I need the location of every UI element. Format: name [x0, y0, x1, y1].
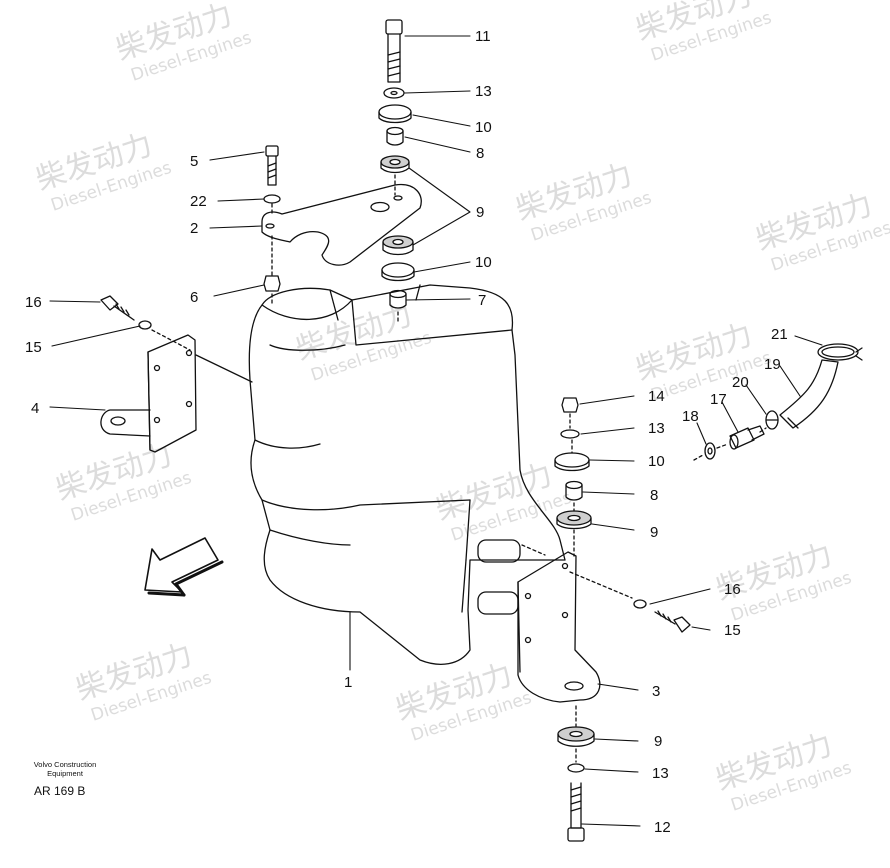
callout-4: 4	[31, 400, 39, 417]
right-side-washer	[633, 599, 647, 609]
callout-13-top: 13	[475, 83, 492, 100]
direction-arrow	[144, 537, 224, 597]
right-washer	[560, 429, 580, 439]
callout-13-right: 13	[648, 420, 665, 437]
callout-19: 19	[764, 356, 781, 373]
lower-cushion	[381, 262, 415, 282]
upper-rubber-mount	[380, 155, 410, 174]
left-bracket	[100, 334, 197, 453]
breather-washer	[704, 442, 716, 460]
leader-lines	[49, 35, 823, 827]
hose-clamp	[765, 410, 779, 430]
left-bolt	[100, 295, 135, 321]
callout-5: 5	[190, 153, 198, 170]
manufacturer-line-1: Volvo Construction	[33, 760, 97, 769]
right-spacer	[565, 480, 583, 501]
callout-11: 11	[475, 28, 491, 45]
callout-8-right: 8	[650, 487, 658, 504]
manufacturer-line-2: Equipment	[47, 769, 83, 778]
top-sleeve	[386, 126, 404, 146]
callout-9-right: 9	[650, 524, 658, 541]
callout-3: 3	[652, 683, 660, 700]
manufacturer-caption: Volvo Construction Equipment	[16, 760, 114, 778]
right-rubber-mount	[556, 510, 592, 530]
callout-18: 18	[682, 408, 699, 425]
right-nut	[561, 397, 579, 413]
callout-21: 21	[771, 326, 788, 343]
callout-14: 14	[648, 388, 665, 405]
callout-6: 6	[190, 289, 198, 306]
bottom-rubber-mount	[557, 726, 595, 747]
top-cushion	[378, 104, 412, 124]
callout-10-right: 10	[648, 453, 665, 470]
breather-nipple	[729, 425, 765, 450]
bracket-nut	[263, 275, 281, 292]
drawing-reference: AR 169 B	[34, 784, 86, 798]
transmission-housing	[248, 284, 566, 665]
right-bracket	[517, 551, 601, 703]
bracket-washer	[263, 194, 281, 204]
callout-20: 20	[732, 374, 749, 391]
breather-hose	[779, 359, 839, 429]
left-washer	[138, 320, 152, 330]
top-bolt	[385, 19, 403, 83]
top-bracket	[261, 183, 422, 266]
callout-15-left: 15	[25, 339, 42, 356]
lower-rubber-mount	[382, 235, 414, 256]
callout-10-top: 10	[475, 119, 492, 136]
callout-1: 1	[344, 674, 352, 691]
right-cushion	[554, 452, 590, 472]
callout-16-left: 16	[25, 294, 42, 311]
bottom-washer	[567, 763, 585, 773]
callout-16-right: 16	[724, 581, 741, 598]
callout-10-mid: 10	[475, 254, 492, 271]
bracket-bolt	[265, 145, 279, 186]
lower-spacer	[389, 289, 407, 309]
right-side-bolt	[654, 610, 691, 633]
callout-8-top: 8	[476, 145, 484, 162]
callout-9-bottom: 9	[654, 733, 662, 750]
callout-22: 22	[190, 193, 207, 210]
callout-9-top: 9	[476, 204, 484, 221]
hose-clamp-top	[817, 343, 863, 361]
callout-12: 12	[654, 819, 671, 836]
callout-13-bottom: 13	[652, 765, 669, 782]
callout-15-right: 15	[724, 622, 741, 639]
callout-7: 7	[478, 292, 486, 309]
bottom-bolt	[567, 782, 585, 842]
callout-17: 17	[710, 391, 727, 408]
callout-labels: 11 13 10 8 9 10 7 5 22 2 6 16 15 4 14 13…	[25, 28, 788, 836]
callout-2: 2	[190, 220, 198, 237]
top-washer	[383, 87, 405, 99]
